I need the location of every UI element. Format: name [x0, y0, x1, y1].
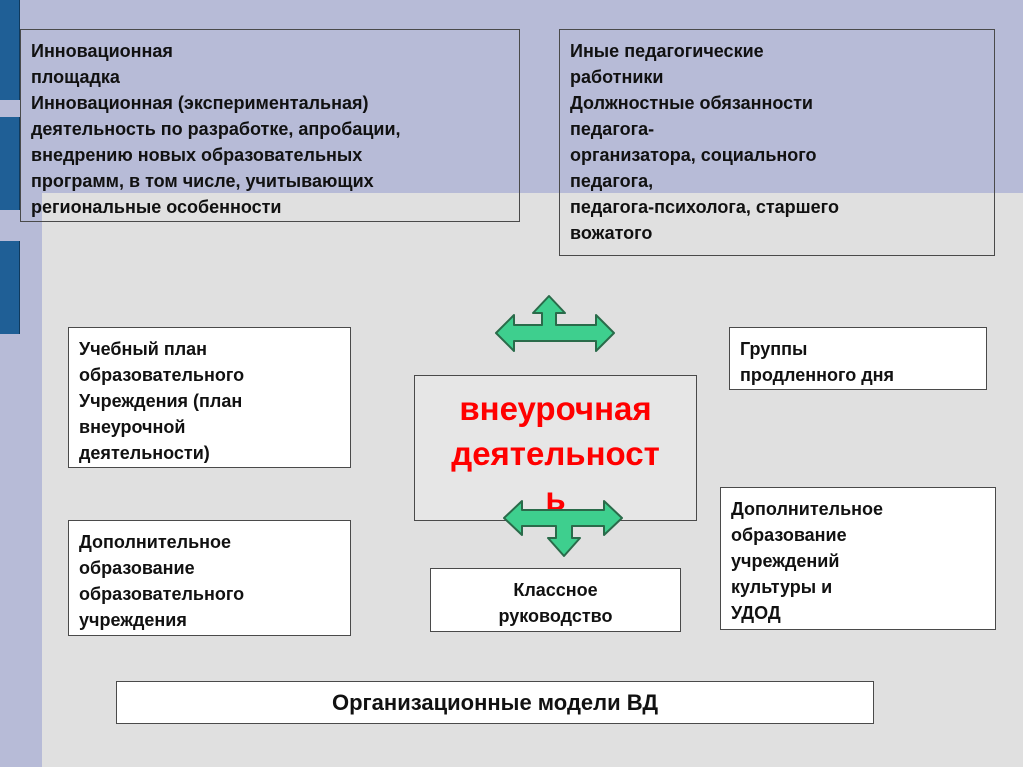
three-way-arrow-down-icon — [503, 500, 623, 557]
three-way-arrow-up-icon — [495, 295, 615, 352]
other-teachers-box: Иные педагогические работники Должностны… — [559, 29, 995, 256]
side-tab-1 — [0, 0, 20, 100]
innovation-platform-box: Инновационная площадка Инновационная (эк… — [20, 29, 520, 222]
side-tab-3 — [0, 241, 20, 334]
extended-day-groups-box: Группы продленного дня — [729, 327, 987, 390]
footer-title: Организационные модели ВД — [116, 681, 874, 724]
additional-education-culture-box: Дополнительное образование учреждений ку… — [720, 487, 996, 630]
class-leadership-box: Классное руководство — [430, 568, 681, 632]
extracurricular-activity-box: внеурочная деятельност ь — [414, 375, 697, 521]
side-tab-2 — [0, 117, 20, 210]
top-band — [0, 0, 1023, 193]
curriculum-box: Учебный план образовательного Учреждения… — [68, 327, 351, 468]
additional-education-school-box: Дополнительное образование образовательн… — [68, 520, 351, 636]
